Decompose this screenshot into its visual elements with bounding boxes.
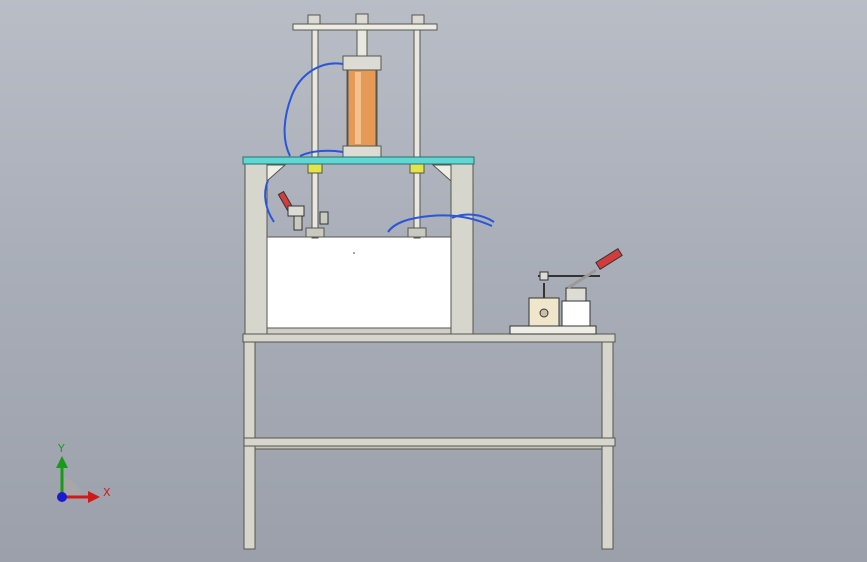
hose-right-2 <box>451 213 495 223</box>
clamp-block-bolt <box>539 308 549 318</box>
hose-top <box>283 62 344 157</box>
clamp-pivot <box>539 271 549 281</box>
cylinder-barrel <box>347 69 377 147</box>
cylinder-top-cap <box>342 55 382 71</box>
column-left <box>244 163 268 335</box>
y-axis-label: Y <box>58 442 65 455</box>
x-axis-arrow-head <box>88 491 100 503</box>
press-columns[interactable] <box>244 163 474 335</box>
inner-toggle-clamp[interactable] <box>277 190 329 231</box>
top-plate[interactable] <box>242 156 475 165</box>
clamp-handle-grip[interactable] <box>595 248 623 270</box>
work-box-mark <box>353 252 355 254</box>
nut-left <box>307 14 321 25</box>
air-cylinder[interactable] <box>342 29 382 159</box>
inner-clamp-arm <box>293 215 303 231</box>
guide-rods[interactable] <box>305 25 427 239</box>
crossbar-plate <box>292 23 438 31</box>
inner-clamp-block <box>319 211 329 225</box>
table-cross-beam <box>243 437 616 447</box>
x-axis-label: X <box>103 486 111 499</box>
y-axis-arrow-head <box>56 456 68 468</box>
work-box[interactable] <box>266 236 452 335</box>
z-axis-dot <box>57 492 67 502</box>
hose-left-lower <box>264 179 275 223</box>
hose-right <box>387 214 493 233</box>
guide-rod-left <box>311 25 319 239</box>
clamp-lever <box>567 268 597 290</box>
gusset-left <box>266 164 287 183</box>
clamp-block-right <box>561 300 591 327</box>
axis-triad <box>56 456 100 503</box>
table-top-beam <box>242 333 616 343</box>
cylinder-rod <box>356 29 368 57</box>
outer-toggle-clamp[interactable] <box>509 248 623 335</box>
inner-clamp-body <box>287 205 305 217</box>
gusset-right <box>431 164 452 183</box>
rod-base-left <box>305 227 325 238</box>
hose-bottom <box>299 149 344 157</box>
cylinder-bottom-cap <box>342 145 382 159</box>
triad-arc <box>62 478 81 497</box>
rod-base-right <box>407 227 427 238</box>
clamp-mount <box>565 287 587 302</box>
nut-center <box>355 13 369 25</box>
air-hoses[interactable] <box>264 62 495 233</box>
nut-right <box>411 14 425 25</box>
cylinder-highlight <box>355 72 361 144</box>
work-box-body <box>266 236 452 332</box>
column-right <box>450 163 474 335</box>
top-crossbar[interactable] <box>292 13 438 31</box>
table-cross-beam-shadow <box>254 445 603 450</box>
table-frame[interactable] <box>242 333 616 550</box>
guide-rod-right <box>413 25 421 239</box>
clamp-base-plate <box>509 325 597 335</box>
work-box-base <box>266 327 452 335</box>
